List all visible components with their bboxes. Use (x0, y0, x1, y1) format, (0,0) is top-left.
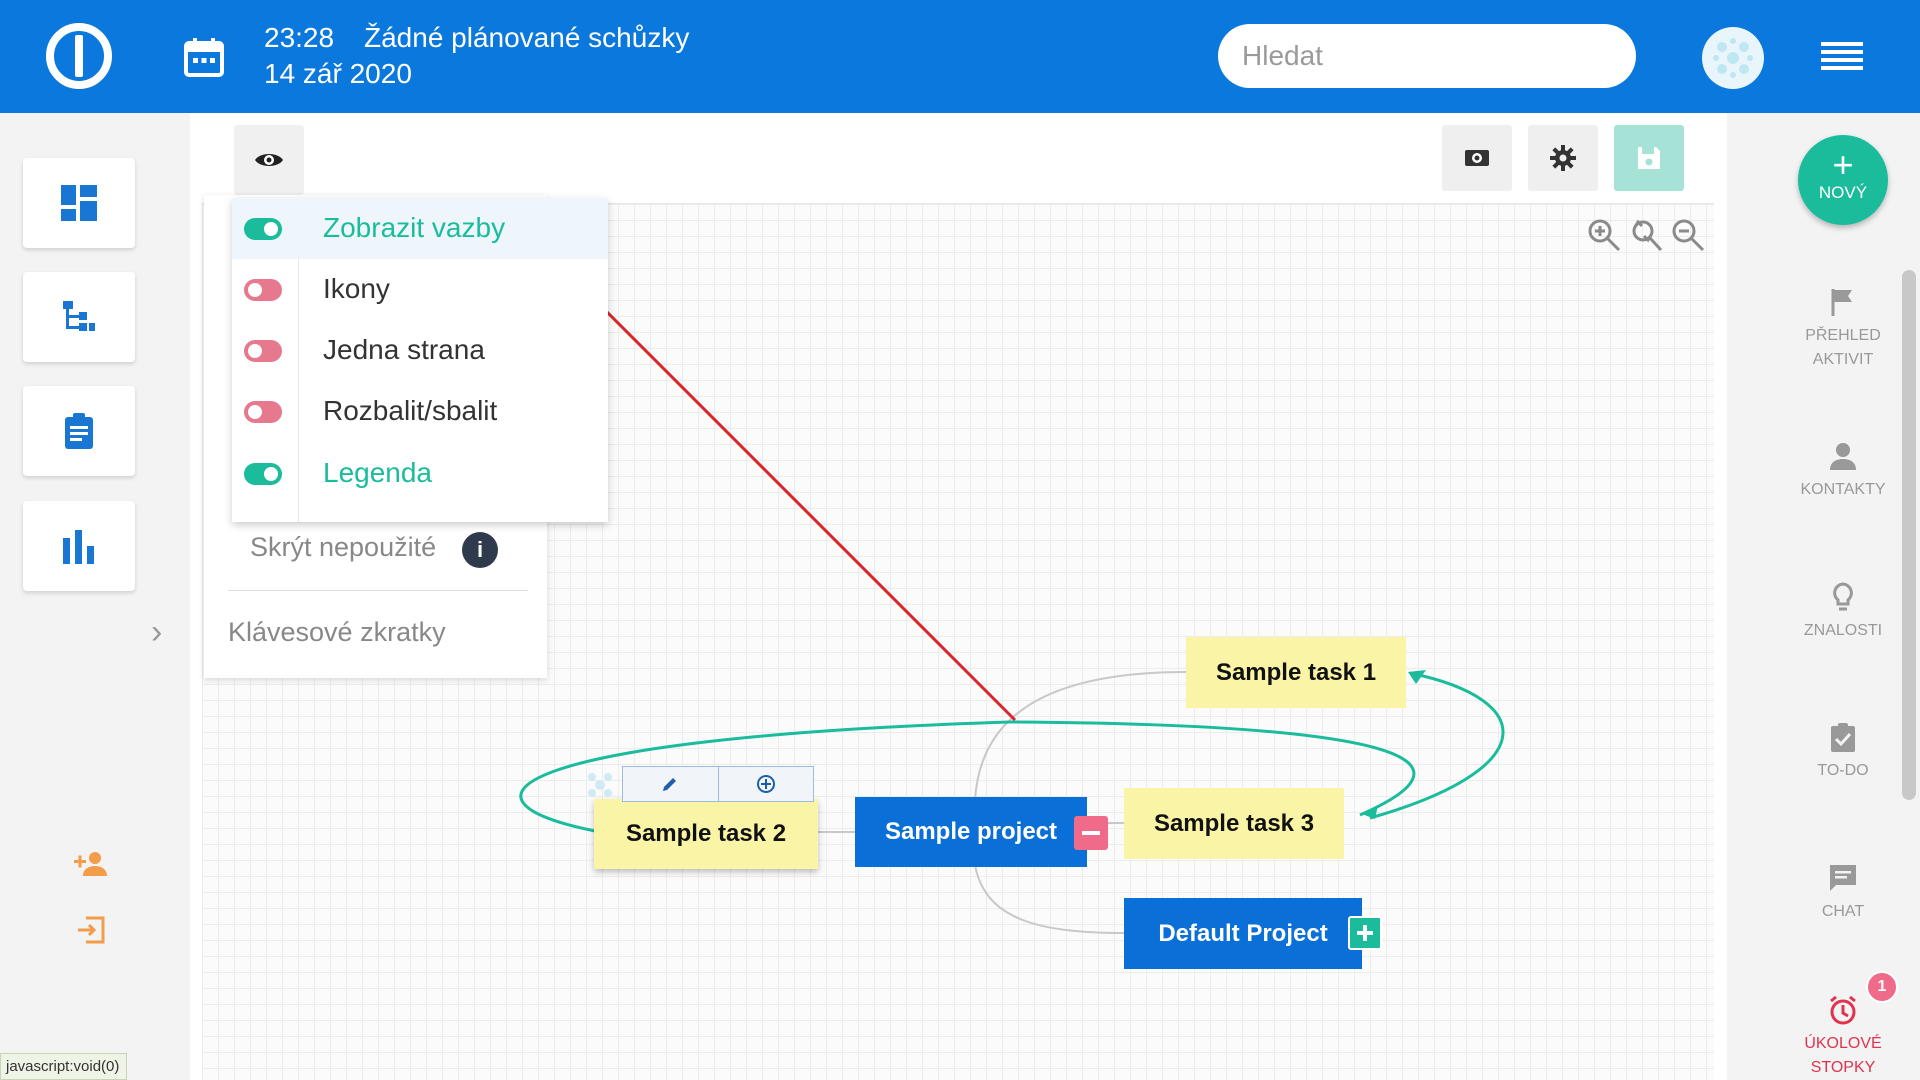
toggle-switch[interactable] (244, 463, 282, 485)
status-bar: javascript:void(0) (0, 1053, 127, 1080)
mindmap-node-task-3[interactable]: Sample task 3 (1124, 788, 1344, 859)
sidebar-item-label: AKTIVIT (1812, 351, 1874, 368)
option-label: Legenda (323, 457, 433, 488)
alarm-icon (1830, 995, 1856, 1025)
node-mini-toolbar (622, 766, 814, 802)
avatar[interactable] (1702, 27, 1764, 89)
new-button[interactable]: + NOVÝ (1798, 135, 1888, 225)
tree-structure-icon (63, 301, 95, 331)
dashboard-button[interactable] (23, 158, 135, 248)
sidebar-item-label: STOPKY (1810, 1059, 1876, 1076)
flag-icon (1831, 289, 1852, 316)
save-icon (1638, 147, 1660, 169)
sidebar-item-label: ÚKOLOVÉ (1804, 1035, 1882, 1052)
person-icon (1830, 443, 1856, 470)
option-label: Rozbalit/sbalit (323, 395, 498, 426)
dashboard-icon (61, 185, 97, 221)
left-sidebar: › (0, 113, 190, 1080)
option-show-links[interactable]: Zobrazit vazby (232, 198, 608, 259)
plus-circle-icon (756, 775, 775, 793)
reports-button[interactable] (23, 501, 135, 591)
structure-button[interactable] (23, 272, 135, 362)
add-user-icon[interactable] (73, 847, 109, 879)
scrollbar[interactable] (1899, 270, 1920, 800)
keyboard-shortcuts-link[interactable]: Klávesové zkratky (228, 617, 446, 647)
divider (228, 590, 528, 591)
mindmap-node-project[interactable]: Sample project (855, 797, 1087, 867)
sidebar-item-knowledge[interactable]: ZNALOSTI (1787, 581, 1899, 643)
sidebar-item-contacts[interactable]: KONTAKTY (1787, 440, 1899, 502)
option-icons[interactable]: Ikony (232, 259, 608, 320)
sidebar-item-label: ZNALOSTI (1803, 622, 1883, 639)
logout-icon[interactable] (73, 914, 109, 946)
meetings-status[interactable]: Žádné plánované schůzky (364, 22, 690, 53)
toggle-switch[interactable] (244, 218, 282, 240)
view-options-dropdown: Zobrazit vazby Ikony Jedna strana Rozbal… (232, 198, 608, 522)
sidebar-item-label: CHAT (1821, 903, 1865, 920)
view-options-button[interactable] (234, 125, 304, 195)
sidebar-item-activity-overview[interactable]: PŘEHLED AKTIVIT (1787, 286, 1899, 372)
mindmap-node-task-1[interactable]: Sample task 1 (1186, 637, 1406, 708)
right-sidebar (1787, 113, 1899, 1080)
avatar-icon (588, 773, 612, 797)
new-button-label: NOVÝ (1818, 183, 1868, 202)
info-icon[interactable]: i (462, 532, 498, 568)
search-input[interactable] (1218, 24, 1636, 88)
add-node-button[interactable] (717, 767, 814, 801)
sidebar-item-chat[interactable]: CHAT (1787, 862, 1899, 924)
option-legend[interactable]: Legenda (232, 443, 608, 504)
gear-icon (1550, 145, 1576, 171)
clipboard-check-icon (1831, 723, 1855, 752)
eye-icon (255, 154, 283, 166)
current-time: 23:28 (264, 22, 335, 53)
divider (298, 198, 299, 522)
sidebar-item-label: KONTAKTY (1800, 481, 1886, 498)
toggle-switch[interactable] (244, 401, 282, 423)
pencil-icon (663, 778, 677, 791)
mindmap-node-default-project[interactable]: Default Project (1124, 898, 1362, 969)
sidebar-item-todo[interactable]: TO-DO (1787, 721, 1899, 783)
settings-button[interactable] (1528, 125, 1598, 191)
collapse-node-button[interactable] (1074, 816, 1108, 850)
toggle-switch[interactable] (244, 340, 282, 362)
zoom-in-icon[interactable] (1586, 217, 1622, 253)
toggle-switch[interactable] (244, 279, 282, 301)
clipboard-icon (65, 413, 93, 449)
calendar-icon[interactable] (183, 36, 225, 78)
zoom-reset-icon[interactable] (1628, 217, 1664, 253)
hide-unused-option[interactable]: Skrýt nepoužité (250, 532, 437, 562)
bar-chart-icon (63, 530, 94, 564)
lightbulb-icon (1833, 582, 1853, 611)
option-expand-collapse[interactable]: Rozbalit/sbalit (232, 381, 608, 442)
expand-node-button[interactable] (1348, 916, 1382, 950)
edit-node-button[interactable] (623, 767, 718, 801)
camera-icon (1465, 150, 1489, 166)
zoom-out-icon[interactable] (1670, 217, 1706, 253)
plus-icon: + (1832, 144, 1854, 185)
save-button[interactable] (1614, 125, 1684, 191)
option-single-side[interactable]: Jedna strana (232, 320, 608, 381)
option-label: Zobrazit vazby (323, 212, 506, 243)
current-date: 14 zář 2020 (264, 58, 412, 89)
mindmap-node-task-2[interactable]: Sample task 2 (594, 799, 818, 869)
tasks-button[interactable] (23, 386, 135, 476)
notification-badge: 1 (1866, 971, 1898, 1003)
option-label: Jedna strana (323, 334, 485, 365)
menu-icon[interactable] (1821, 42, 1863, 72)
option-label: Ikony (323, 273, 390, 304)
expand-sidebar-icon[interactable]: › (151, 613, 163, 651)
sidebar-item-label: TO-DO (1817, 762, 1869, 779)
sidebar-item-label: PŘEHLED (1805, 327, 1881, 344)
chat-icon (1830, 865, 1856, 891)
top-bar: 23:28 Žádné plánované schůzky 14 zář 202… (0, 0, 1920, 113)
screenshot-button[interactable] (1442, 125, 1512, 191)
sidebar-item-timers[interactable]: ÚKOLOVÉ STOPKY (1787, 994, 1899, 1080)
app-logo[interactable] (46, 23, 112, 89)
